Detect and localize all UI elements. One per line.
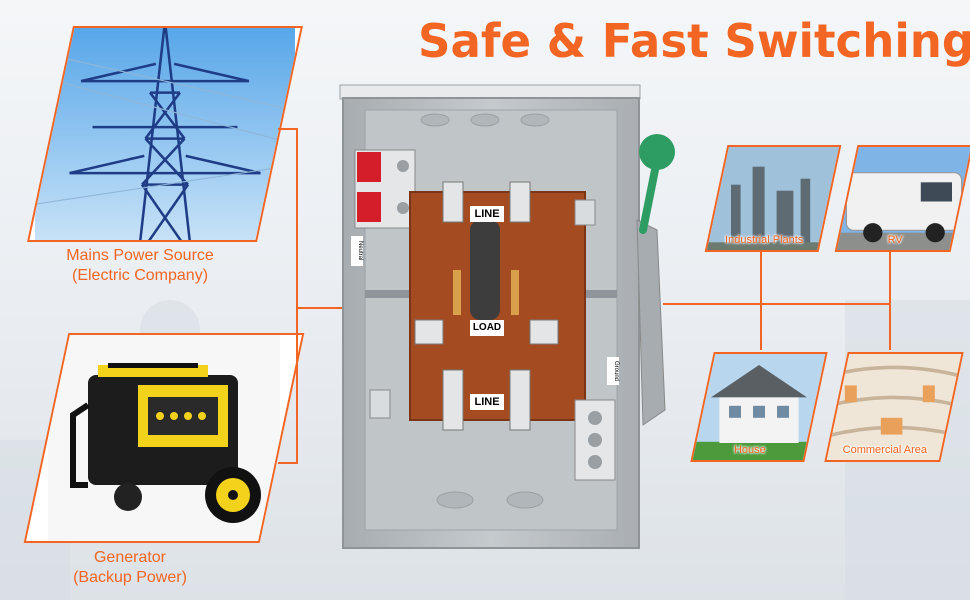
commercial-area-label: Commercial Area bbox=[842, 444, 928, 456]
house-photo: House bbox=[690, 352, 828, 462]
ground-label: Ground bbox=[607, 357, 619, 385]
generator-sublabel: (Backup Power) bbox=[73, 569, 187, 586]
rv-icon bbox=[836, 145, 970, 252]
connector-left-bottom bbox=[278, 462, 298, 464]
line-top-label: LINE bbox=[470, 206, 504, 222]
mains-power-sublabel: (Electric Company) bbox=[71, 267, 209, 284]
connector-left-top bbox=[278, 128, 298, 130]
rv-photo: RV bbox=[834, 145, 970, 252]
connector-left-to-panel bbox=[296, 307, 344, 309]
neutral-label: Neutral bbox=[351, 236, 363, 266]
house-icon bbox=[693, 352, 825, 462]
generator-label: Generator bbox=[93, 549, 167, 566]
generator-photo bbox=[23, 333, 305, 543]
line-bottom-label: LINE bbox=[470, 394, 504, 410]
portable-generator-icon bbox=[48, 335, 280, 541]
page-title: Safe & Fast Switching bbox=[418, 14, 970, 68]
connector-right-left-vertical bbox=[760, 248, 762, 350]
load-label: LOAD bbox=[470, 320, 504, 336]
mains-power-photo bbox=[27, 26, 303, 242]
connector-right-horizontal bbox=[663, 303, 891, 305]
connector-right-right-vertical bbox=[889, 248, 891, 350]
factory-icon bbox=[707, 145, 839, 252]
transfer-switch-enclosure bbox=[339, 84, 675, 549]
mains-power-label: Mains Power Source bbox=[66, 247, 214, 264]
industrial-plants-photo: Industrial Plants bbox=[704, 145, 842, 252]
commercial-area-photo: Commercial Area bbox=[824, 352, 964, 462]
mains-power-caption: Mains Power Source (Electric Company) bbox=[30, 246, 250, 286]
generator-caption: Generator (Backup Power) bbox=[30, 548, 230, 588]
connector-left-vertical bbox=[296, 128, 298, 464]
power-tower-icon bbox=[35, 26, 295, 242]
industrial-plants-label: Industrial Plants bbox=[725, 234, 804, 246]
house-label: House bbox=[733, 444, 766, 456]
rv-label: RV bbox=[887, 234, 903, 246]
